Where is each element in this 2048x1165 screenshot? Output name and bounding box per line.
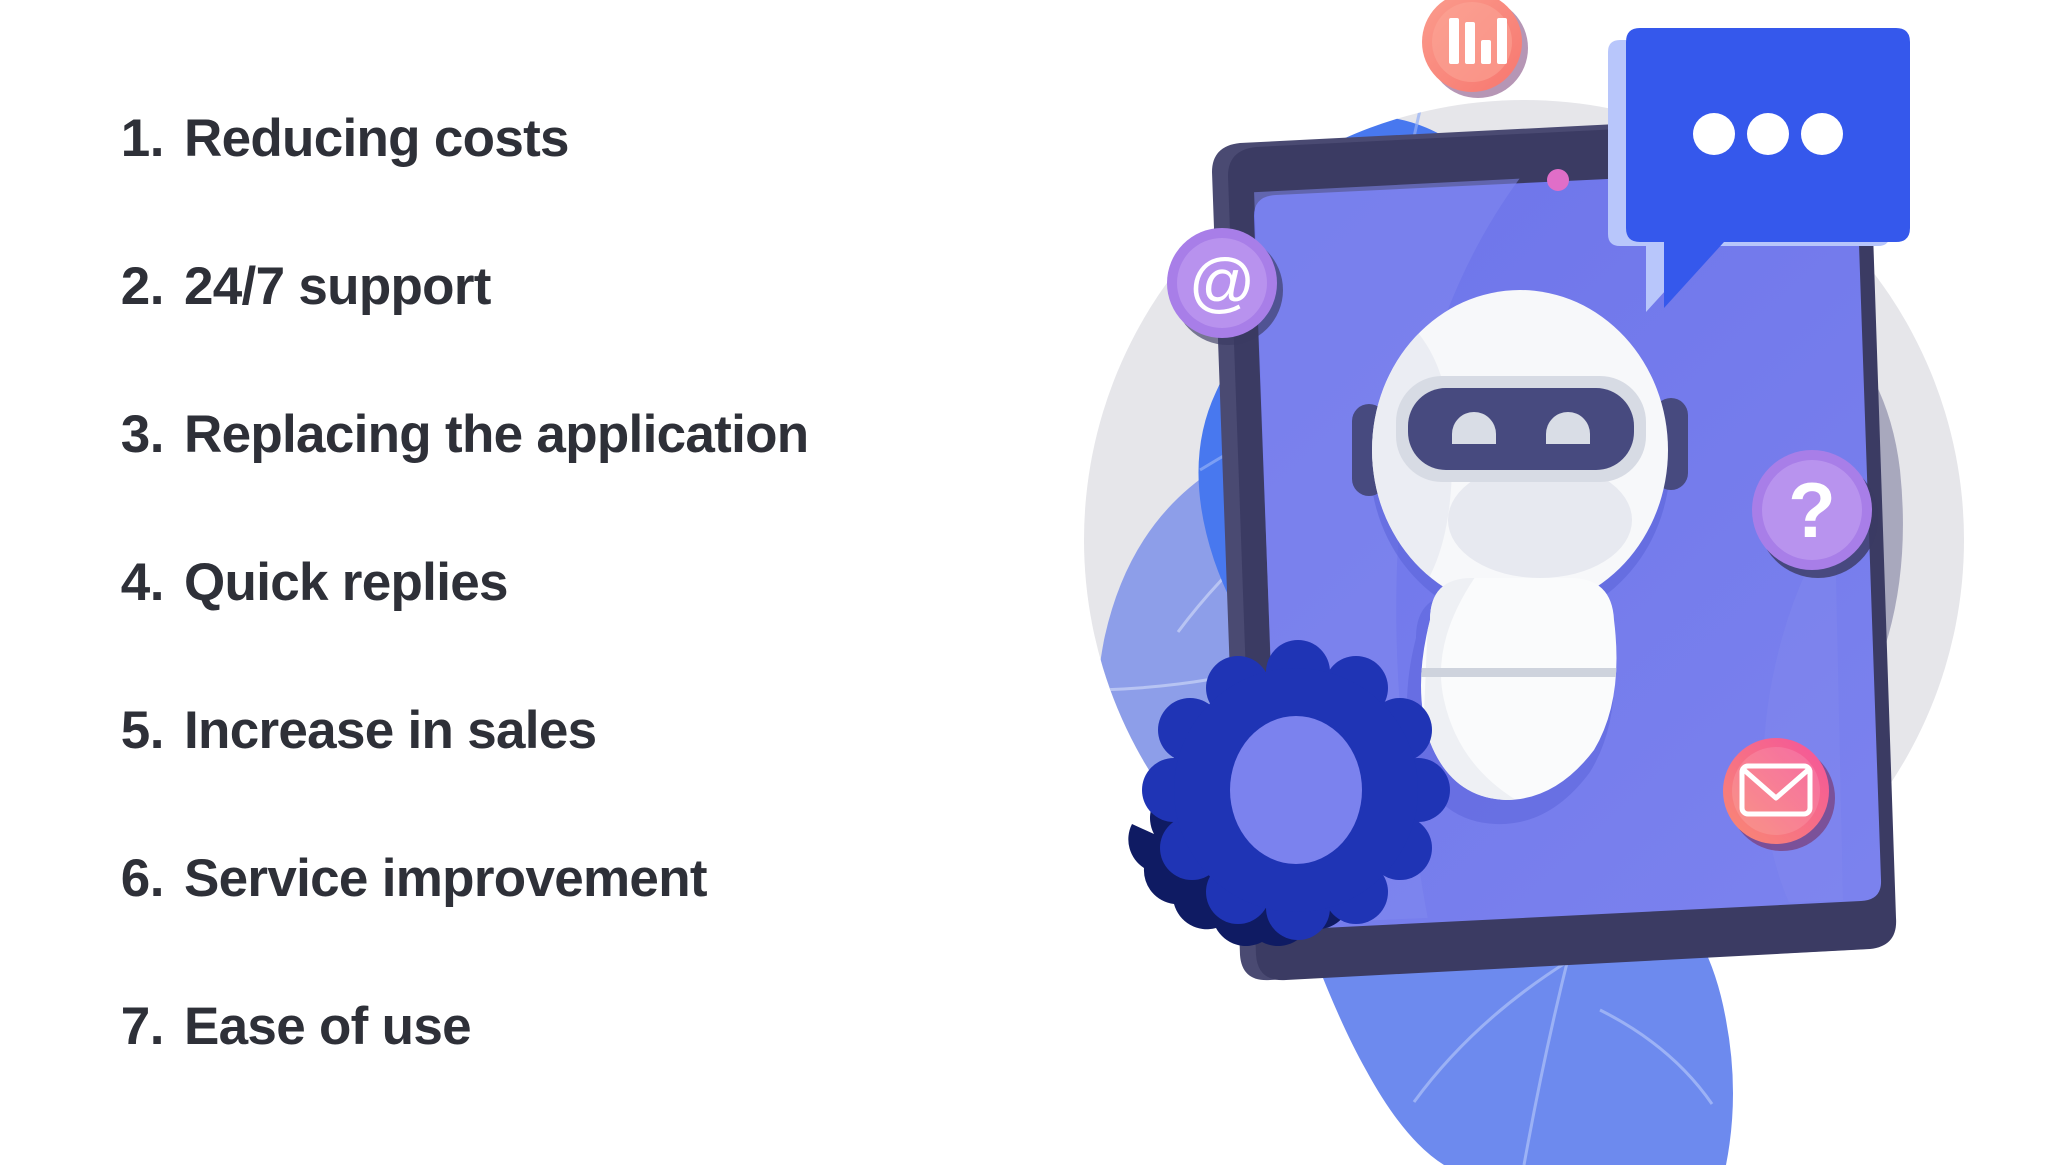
list-item: 3. Replacing the application — [96, 404, 976, 552]
email-badge — [1723, 738, 1835, 851]
chatbot-illustration-pane: @ ? — [1000, 0, 2048, 1165]
list-item-number: 1. — [120, 109, 165, 168]
typing-chat-bubble — [1608, 28, 1910, 312]
typing-dot — [1693, 113, 1735, 155]
list-item-label: Service improvement — [184, 849, 708, 908]
list-item: 4. Quick replies — [96, 552, 976, 700]
settings-gear — [1128, 640, 1450, 946]
chatbot-robot-avatar — [1352, 290, 1688, 825]
list-item-number: 6. — [120, 849, 165, 908]
list-item-label: Replacing the application — [184, 405, 809, 464]
list-item-label: Increase in sales — [184, 701, 597, 760]
chatbot-illustration: @ ? — [1084, 0, 1964, 1165]
gear-hole — [1230, 716, 1362, 864]
list-item: 1. Reducing costs — [96, 108, 976, 256]
robot-eye-left — [1452, 412, 1496, 444]
camera-dot — [1547, 169, 1569, 191]
list-item-number: 7. — [120, 997, 165, 1056]
benefits-list: 1. Reducing costs 2. 24/7 support 3. Rep… — [96, 108, 976, 1144]
list-item: 2. 24/7 support — [96, 256, 976, 404]
list-item: 6. Service improvement — [96, 848, 976, 996]
typing-dot — [1747, 113, 1789, 155]
robot-eye-right — [1546, 412, 1590, 444]
list-item: 7. Ease of use — [96, 996, 976, 1144]
mention-badge: @ — [1167, 228, 1283, 345]
list-item-number: 2. — [120, 257, 165, 316]
list-item-number: 3. — [120, 405, 165, 464]
list-item-number: 5. — [120, 701, 165, 760]
list-item-label: Quick replies — [184, 553, 508, 612]
robot-visor — [1408, 388, 1634, 470]
svg-text:@: @ — [1189, 245, 1256, 319]
list-item: 5. Increase in sales — [96, 700, 976, 848]
help-badge: ? — [1752, 450, 1878, 578]
benefits-list-pane: 1. Reducing costs 2. 24/7 support 3. Rep… — [0, 0, 1000, 1165]
list-item-label: 24/7 support — [184, 257, 491, 316]
chart-badge — [1422, 0, 1528, 98]
robot-body — [1421, 578, 1617, 800]
list-item-number: 4. — [120, 553, 165, 612]
list-item-label: Ease of use — [184, 997, 472, 1056]
typing-dot — [1801, 113, 1843, 155]
svg-text:?: ? — [1788, 466, 1836, 554]
list-item-label: Reducing costs — [184, 109, 570, 168]
